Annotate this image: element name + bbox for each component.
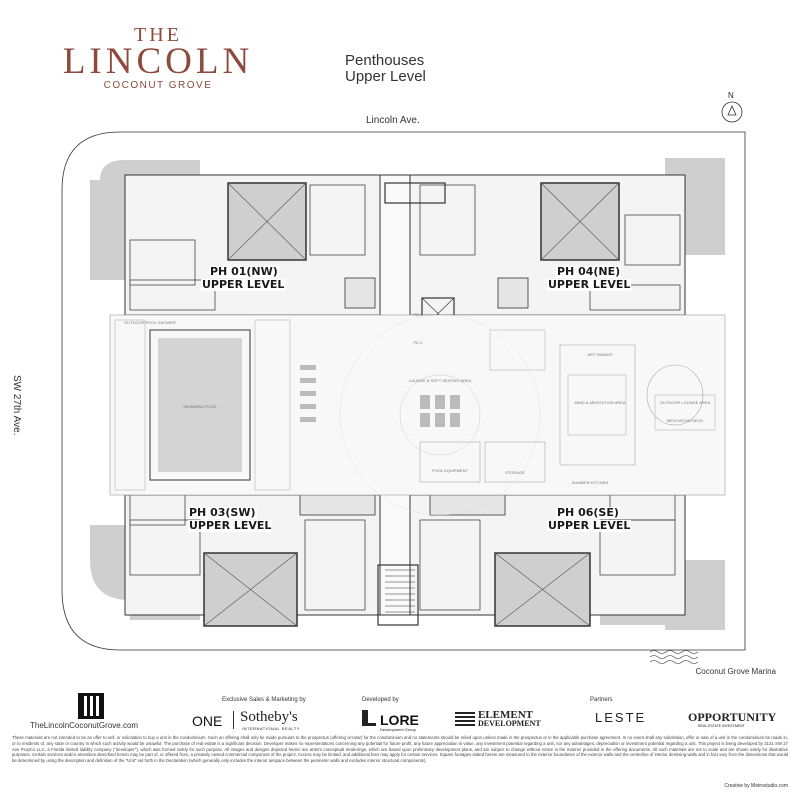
exclusive-caption: Exclusive Sales & Marketing by xyxy=(222,697,306,703)
unit-ph03-label: PH 03(SW) xyxy=(188,506,257,519)
lore-logo: LORE xyxy=(380,712,419,728)
floor-plan xyxy=(61,131,746,664)
unit-ph04-level: UPPER LEVEL xyxy=(547,278,632,291)
unit-ph01-label: PH 01(NW) xyxy=(209,265,279,278)
unit-ph01-level: UPPER LEVEL xyxy=(201,278,286,291)
logo-the: THE xyxy=(134,24,182,46)
logo-subtitle: COCONUT GROVE xyxy=(103,80,213,91)
element-sub: DEVELOPMENT xyxy=(478,719,541,728)
opportunity-logo: OPPORTUNITY xyxy=(688,710,777,724)
summer-kitchen-label: SUMMER KITCHEN xyxy=(571,480,609,485)
unit-ph06-level: UPPER LEVEL xyxy=(547,519,632,532)
street-top: Lincoln Ave. xyxy=(366,115,420,126)
element-logo: ELEMENT xyxy=(478,709,534,721)
storage-label: STORAGE xyxy=(505,470,525,475)
sothebys-logo: Sotheby's xyxy=(240,709,298,725)
leste-logo: LESTE xyxy=(595,710,647,725)
pe1-label: PE-1 xyxy=(413,312,423,317)
north-arrow: N xyxy=(718,91,746,126)
art-swings-label: ART SWINGS xyxy=(587,352,613,357)
outdoor-shower-label: OUTDOOR POOL SHOWER xyxy=(124,320,176,325)
pool-equipment-label: POOL EQUIPMENT xyxy=(432,468,468,473)
unit-ph04-label: PH 04(NE) xyxy=(556,265,622,278)
website-url[interactable]: TheLincolnCoconutGrove.com xyxy=(30,721,139,730)
lore-sub: Development Group xyxy=(380,727,416,732)
mind-area-label: MIND & MEDITATION AREA xyxy=(574,400,626,405)
lounge-label: LOUNGE & SOFT SEATING AREA xyxy=(408,378,472,383)
unit-ph06-label: PH 06(SE) xyxy=(556,506,620,519)
logo-name: LINCOLN xyxy=(62,41,254,82)
developed-caption: Developed by xyxy=(362,697,399,703)
marina-label: Coconut Grove Marina xyxy=(695,667,776,676)
outdoor-lounge-label: OUTDOOR LOUNGE AREA xyxy=(659,400,711,405)
pool-label: SWIMMING POOL xyxy=(183,404,217,409)
credit-text[interactable]: Creative by Metrostudio.com xyxy=(724,783,788,789)
element-icon xyxy=(455,710,475,726)
north-compass-icon xyxy=(721,101,743,123)
logo-divider xyxy=(233,711,234,729)
north-label: N xyxy=(728,91,734,100)
meditation-label: MEDITATION DECK xyxy=(666,418,704,423)
disclaimer-text: These materials are not intended to be a… xyxy=(12,735,788,764)
plan-title-line2: Upper Level xyxy=(345,68,426,85)
lore-icon xyxy=(362,710,376,726)
unit-ph03-level: UPPER LEVEL xyxy=(188,519,273,532)
sothebys-sub: INTERNATIONAL REALTY xyxy=(242,726,300,731)
pe2-label: PE-2 xyxy=(413,340,423,345)
partners-caption: Partners xyxy=(590,697,613,703)
plan-title-line1: Penthouses xyxy=(345,52,425,69)
opportunity-sub: REAL ESTATE INVESTMENT xyxy=(698,724,745,728)
qr-code xyxy=(78,693,104,719)
one-logo: ONE xyxy=(192,713,223,729)
